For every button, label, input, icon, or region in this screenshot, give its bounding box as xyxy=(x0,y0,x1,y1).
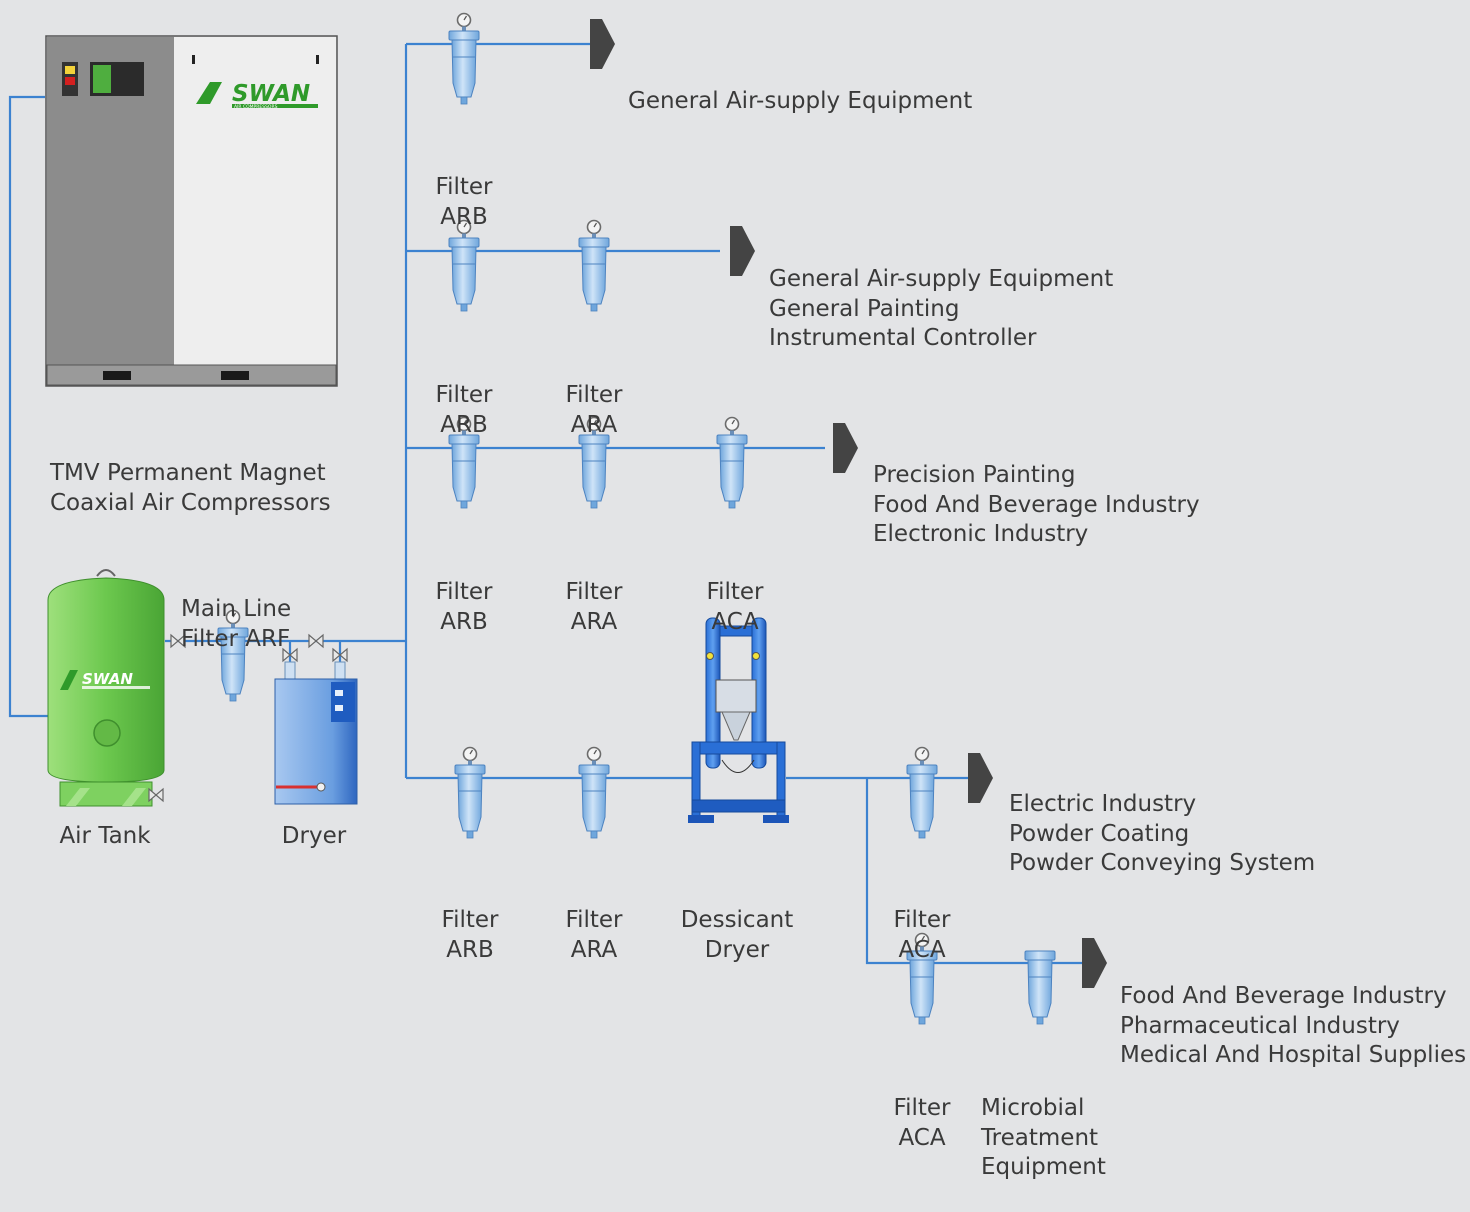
flow-diagram: SWAN AIR COMPRESSORS SWAN xyxy=(8,12,1107,1025)
application-list: General Air-supply Equipment xyxy=(628,88,973,114)
compressor-brand: SWAN xyxy=(232,81,310,107)
filter-aca-icon xyxy=(716,416,748,509)
air-tank-label: Air Tank xyxy=(59,823,151,849)
dessicant-dryer xyxy=(688,617,789,823)
air-tank: SWAN xyxy=(47,569,186,807)
filter-arb-icon xyxy=(448,12,480,105)
microbial-treatment-icon xyxy=(1024,950,1056,1025)
arrow-right-icon xyxy=(730,226,755,276)
compressor-brand-sub: AIR COMPRESSORS xyxy=(234,104,278,110)
filter-ara-icon xyxy=(578,746,610,839)
branch-4b-pipe xyxy=(865,778,1082,965)
tank-brand: SWAN xyxy=(82,670,133,688)
swan-logo-icon xyxy=(196,82,222,104)
tank-drain-valve-icon xyxy=(148,788,164,802)
dryer xyxy=(274,634,358,805)
arrow-right-icon xyxy=(590,19,615,69)
dryer-bypass-valve-icon xyxy=(308,634,324,648)
filter-aca-icon xyxy=(906,746,938,839)
compressor-return-pipe xyxy=(8,95,48,718)
arrow-right-icon xyxy=(968,753,993,803)
compressor: SWAN AIR COMPRESSORS xyxy=(45,35,338,387)
dryer-label: Dryer xyxy=(281,823,347,849)
filter-ara-icon xyxy=(578,219,610,312)
arrow-right-icon xyxy=(1082,938,1107,988)
arrow-right-icon xyxy=(833,423,858,473)
filter-arb-icon xyxy=(454,746,486,839)
